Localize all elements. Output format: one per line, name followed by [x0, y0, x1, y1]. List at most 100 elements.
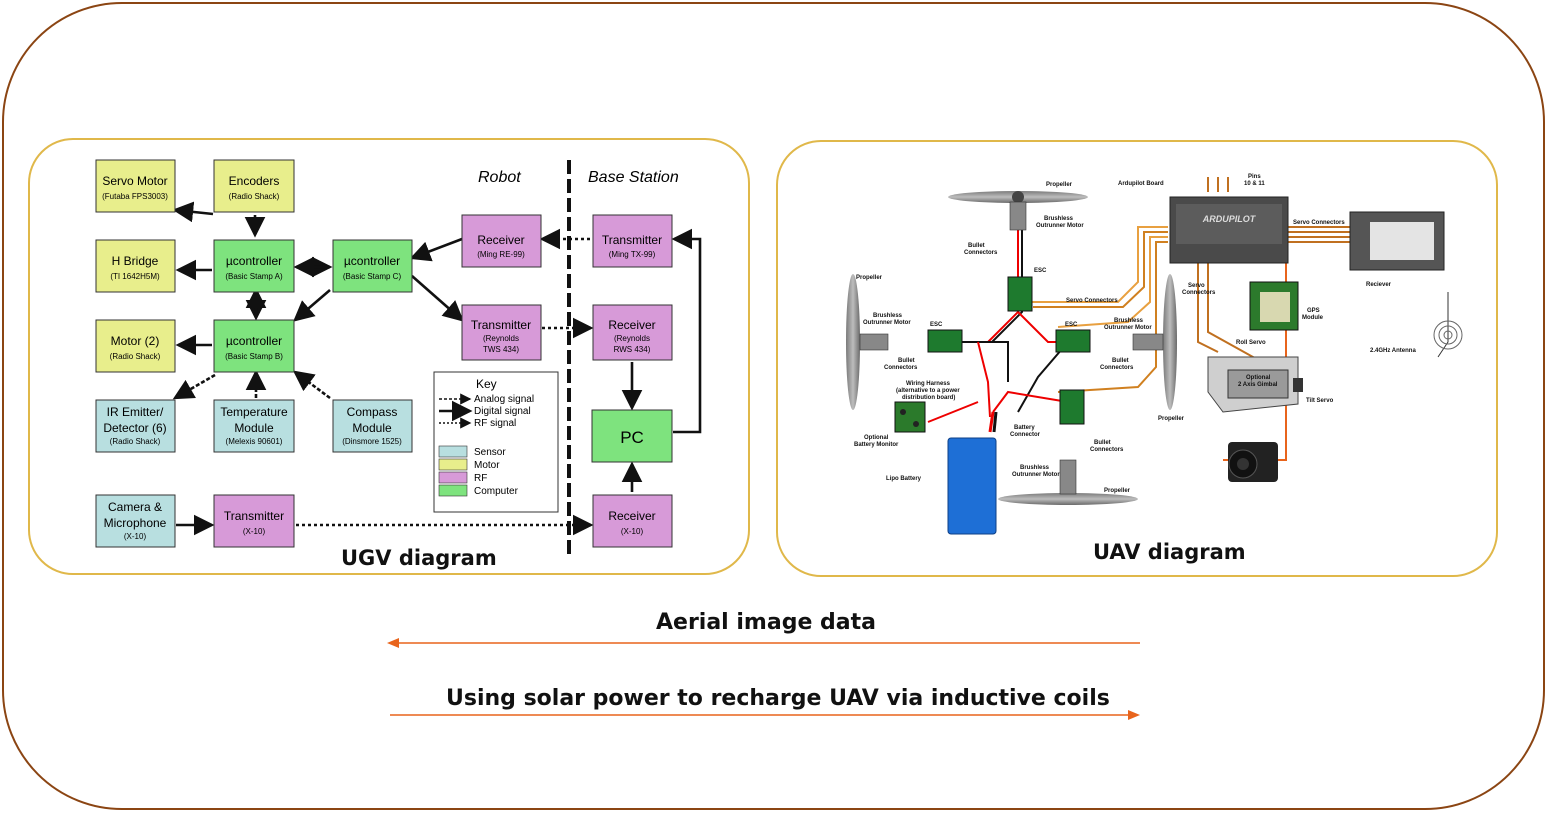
svg-text:(Basic Stamp B): (Basic Stamp B)	[225, 352, 283, 361]
svg-text:(Radio Shack): (Radio Shack)	[110, 352, 161, 361]
uav-caption: UAV diagram	[1093, 540, 1246, 564]
svg-text:Camera &: Camera &	[108, 500, 162, 514]
svg-text:Bullet: Bullet	[968, 243, 985, 249]
svg-text:Microphone: Microphone	[104, 516, 167, 530]
transmitter-reynolds-block: Transmitter (Reynolds TWS 434)	[461, 304, 542, 361]
svg-text:Computer: Computer	[474, 486, 519, 497]
motor-2-block: Motor (2) (Radio Shack)	[95, 319, 176, 373]
svg-text:(Basic Stamp A): (Basic Stamp A)	[225, 272, 283, 281]
ucontroller-c-block: µcontroller (Basic Stamp C)	[332, 239, 413, 293]
svg-text:ESC: ESC	[930, 322, 943, 328]
svg-text:Outrunner Motor: Outrunner Motor	[1012, 472, 1060, 478]
receiver-ming-block: Receiver (Ming RE-99)	[461, 214, 542, 268]
gimbal	[1207, 356, 1303, 413]
svg-text:Module: Module	[1302, 315, 1324, 321]
svg-text:Module: Module	[234, 421, 274, 435]
svg-text:µcontroller: µcontroller	[226, 254, 282, 268]
svg-text:Outrunner Motor: Outrunner Motor	[863, 320, 911, 326]
gps-module	[1249, 281, 1299, 331]
encoders-block: Encoders (Radio Shack)	[213, 159, 295, 213]
svg-text:Battery: Battery	[1014, 425, 1035, 431]
ucontroller-a-block: µcontroller (Basic Stamp A)	[213, 239, 295, 293]
svg-text:Brushless: Brushless	[873, 313, 903, 319]
svg-text:Propeller: Propeller	[1158, 416, 1185, 422]
svg-text:10 & 11: 10 & 11	[1244, 181, 1265, 187]
propeller-left	[846, 274, 889, 410]
ugv-key: Key Analog signal Digital signal RF sign…	[433, 371, 559, 513]
svg-text:Optional: Optional	[864, 435, 889, 441]
svg-text:Brushless: Brushless	[1020, 465, 1050, 471]
svg-text:GPS: GPS	[1307, 308, 1320, 314]
ugv-caption: UGV diagram	[341, 546, 497, 570]
camera	[1228, 442, 1278, 482]
receiver-x10-block: Receiver (X-10)	[592, 494, 673, 548]
esc-right	[1055, 329, 1091, 353]
battery-monitor	[894, 401, 926, 433]
svg-text:Propeller: Propeller	[1046, 182, 1073, 188]
solar-recharge-label: Using solar power to recharge UAV via in…	[446, 686, 1110, 711]
svg-text:Servo Connectors: Servo Connectors	[1293, 220, 1345, 226]
svg-text:(Radio Shack): (Radio Shack)	[229, 192, 280, 201]
svg-text:Detector (6): Detector (6)	[103, 421, 166, 435]
esc-bottom	[1059, 389, 1085, 425]
svg-text:Connectors: Connectors	[1182, 290, 1216, 296]
svg-text:Temperature: Temperature	[220, 405, 288, 419]
svg-text:(Reynolds: (Reynolds	[614, 334, 650, 343]
svg-text:RF: RF	[474, 473, 487, 484]
arrow-right-head	[1128, 710, 1140, 720]
svg-text:Brushless: Brushless	[1114, 318, 1144, 324]
svg-text:Transmitter: Transmitter	[471, 318, 531, 332]
svg-text:Propeller: Propeller	[1104, 488, 1131, 494]
svg-text:(alternative to a power: (alternative to a power	[896, 388, 960, 394]
receiver-reynolds-block: Receiver (Reynolds RWS 434)	[592, 304, 673, 361]
svg-text:ARDUPILOT: ARDUPILOT	[1202, 214, 1257, 224]
svg-text:(TI 1642H5M): (TI 1642H5M)	[110, 272, 160, 281]
svg-text:Sensor: Sensor	[474, 447, 506, 458]
svg-text:Ardupilot Board: Ardupilot Board	[1118, 181, 1164, 187]
esc-top	[1007, 276, 1033, 312]
svg-text:(Ming RE-99): (Ming RE-99)	[477, 250, 525, 259]
svg-text:Encoders: Encoders	[229, 174, 280, 188]
svg-text:Connectors: Connectors	[1100, 365, 1134, 371]
svg-text:(Melexis 90601): (Melexis 90601)	[226, 437, 283, 446]
ardupilot-board: ARDUPILOT	[1169, 196, 1289, 264]
antenna	[1433, 320, 1463, 350]
camera-microphone-block: Camera & Microphone (X-10)	[95, 494, 176, 548]
svg-text:Bullet: Bullet	[1112, 358, 1129, 364]
svg-text:(X-10): (X-10)	[124, 532, 147, 541]
ugv-diagram: Robot Base Station Servo Motor (Futaba F…	[95, 159, 702, 558]
svg-text:(Basic Stamp C): (Basic Stamp C)	[343, 272, 402, 281]
svg-text:2.4GHz Antenna: 2.4GHz Antenna	[1370, 348, 1416, 354]
svg-text:µcontroller: µcontroller	[344, 254, 400, 268]
svg-text:Servo: Servo	[1188, 283, 1205, 289]
svg-text:Connectors: Connectors	[884, 365, 918, 371]
svg-text:ESC: ESC	[1034, 268, 1047, 274]
svg-text:Servo Motor: Servo Motor	[102, 174, 167, 188]
h-bridge-block: H Bridge (TI 1642H5M)	[95, 239, 176, 293]
arrow-left-head	[387, 638, 399, 648]
svg-text:Compass: Compass	[347, 405, 398, 419]
svg-text:Pins: Pins	[1248, 174, 1261, 180]
ugv-connections	[172, 160, 702, 558]
svg-text:Motor (2): Motor (2)	[111, 334, 160, 348]
propeller-top	[948, 191, 1088, 231]
svg-text:(Ming TX-99): (Ming TX-99)	[609, 250, 656, 259]
servo-motor-block: Servo Motor (Futaba FPS3003)	[95, 159, 176, 213]
svg-text:(Reynolds: (Reynolds	[483, 334, 519, 343]
svg-text:Servo Connectors: Servo Connectors	[1066, 298, 1118, 304]
pc-block: PC	[591, 409, 673, 463]
transmitter-ming-block: Transmitter (Ming TX-99)	[592, 214, 673, 268]
svg-text:Brushless: Brushless	[1044, 216, 1074, 222]
svg-text:PC: PC	[620, 428, 644, 447]
svg-text:Module: Module	[352, 421, 392, 435]
svg-text:(Dinsmore 1525): (Dinsmore 1525)	[342, 437, 402, 446]
svg-text:Lipo Battery: Lipo Battery	[886, 476, 922, 482]
lipo-battery	[947, 437, 997, 535]
svg-text:distribution board): distribution board)	[902, 395, 955, 401]
propeller-bottom	[998, 459, 1138, 505]
svg-text:Receiver: Receiver	[477, 233, 524, 247]
transmitter-x10-block: Transmitter (X-10)	[213, 494, 295, 548]
svg-text:ESC: ESC	[1065, 322, 1078, 328]
svg-text:2 Axis Gimbal: 2 Axis Gimbal	[1238, 382, 1278, 388]
